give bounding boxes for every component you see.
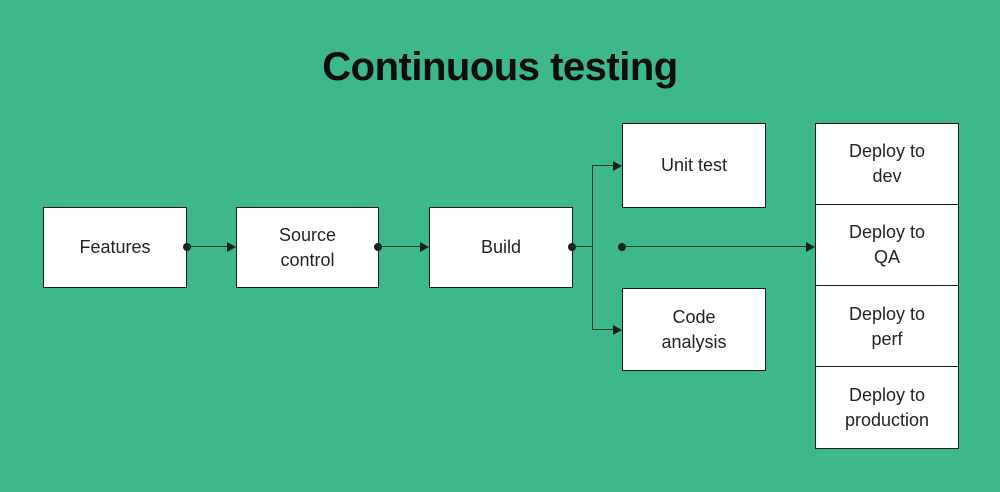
- node-build[interactable]: Build: [429, 207, 573, 288]
- edge-branch-spine: [592, 165, 593, 329]
- node-features[interactable]: Features: [43, 207, 187, 288]
- node-features-label: Features: [79, 237, 151, 257]
- edge-features-source-dot: [183, 243, 191, 251]
- node-code-analysis-label: Code analysis: [661, 306, 727, 352]
- node-unit-test[interactable]: Unit test: [622, 123, 766, 208]
- node-deploy-qa[interactable]: Deploy to QA: [815, 204, 959, 287]
- node-deploy-perf-label: Deploy to perf: [848, 303, 926, 349]
- node-code-analysis[interactable]: Code analysis: [622, 288, 766, 371]
- edge-source-build-dot: [374, 243, 382, 251]
- node-source-control-label: Source control: [278, 224, 337, 270]
- node-deploy-production[interactable]: Deploy to production: [815, 366, 959, 450]
- edge-build-unit-test-arrow: [613, 161, 622, 171]
- edge-features-source-arrow: [227, 242, 236, 252]
- node-deploy-dev[interactable]: Deploy to dev: [815, 123, 959, 206]
- edge-build-deploy-qa-dot: [618, 243, 626, 251]
- edge-build-code-analysis-arrow: [613, 325, 622, 335]
- edge-source-build-line: [378, 246, 420, 247]
- edge-build-deploy-qa-line: [622, 246, 806, 247]
- node-deploy-perf[interactable]: Deploy to perf: [815, 285, 959, 368]
- page-title: Continuous testing: [322, 45, 678, 89]
- node-deploy-qa-label: Deploy to QA: [848, 222, 926, 268]
- edge-build-code-analysis-line: [592, 329, 614, 330]
- edge-features-source-line: [187, 246, 227, 247]
- node-build-label: Build: [480, 237, 522, 257]
- node-source-control[interactable]: Source control: [236, 207, 379, 288]
- node-unit-test-label: Unit test: [660, 155, 728, 175]
- node-deploy-dev-label: Deploy to dev: [848, 141, 926, 187]
- edge-build-deploy-qa-arrow: [806, 242, 815, 252]
- node-deploy-production-label: Deploy to production: [844, 384, 930, 430]
- edge-source-build-arrow: [420, 242, 429, 252]
- edge-build-unit-test-line: [592, 165, 614, 166]
- edge-build-branch-line: [572, 246, 593, 247]
- edge-build-branch-dot: [568, 243, 576, 251]
- deploy-stack: Deploy to dev Deploy to QA Deploy to per…: [815, 123, 959, 450]
